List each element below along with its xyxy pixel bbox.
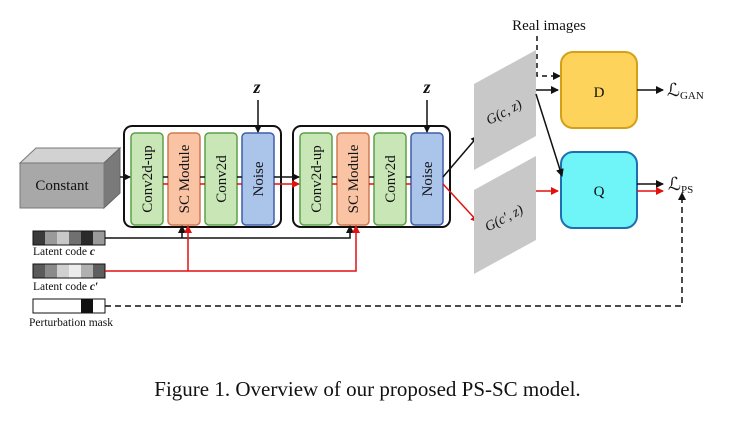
conv2d-up-layer-1	[130, 132, 164, 226]
sc-module-label-2: SC Module	[346, 144, 362, 213]
latent-code-c-cell	[81, 231, 93, 245]
arrow-perturbation-to-lps	[105, 192, 686, 307]
latent-code-c-bar	[32, 230, 106, 246]
perturbation-mask-bar	[32, 298, 106, 314]
real-images-label: Real images	[512, 18, 586, 34]
constant-label: Constant	[35, 178, 89, 194]
latent-code-c-prime-label: Latent code c′	[33, 281, 98, 293]
perturbation-mask-cell	[81, 299, 93, 313]
discriminator-label: D	[594, 85, 605, 101]
generator-block-2: Conv2d-up SC Module Conv2d Noise	[292, 125, 451, 228]
arrow-latent-c	[105, 225, 354, 239]
noise-label-2: Noise	[420, 161, 436, 196]
latent-code-c-cell	[69, 231, 81, 245]
constant-block: Constant	[18, 146, 122, 210]
latent-code-c-prime-bar	[32, 263, 106, 279]
generated-image-c-prime-z: G(c′, z)	[474, 156, 536, 274]
arrow-latent-c-prime	[105, 225, 360, 272]
latent-code-c-cell	[45, 231, 57, 245]
conv2d-label-2: Conv2d	[383, 155, 399, 203]
latent-code-c-cell	[33, 231, 45, 245]
latent-code-c-prime-cell	[69, 264, 81, 278]
conv2d-label-1: Conv2d	[214, 155, 230, 203]
conv2d-layer-2	[373, 132, 407, 226]
latent-code-c-prime-cell	[81, 264, 93, 278]
perturbation-mask-cell	[93, 299, 105, 313]
latent-code-c-cell	[57, 231, 69, 245]
loss-gan-label: ℒGAN	[667, 80, 704, 102]
arrow-block2-to-gcz	[442, 135, 479, 178]
arrow-real-images-to-d	[536, 36, 561, 80]
ps-sc-diagram: Constant Conv2d-up SC Module Conv2d Nois…	[18, 18, 704, 329]
generator-block-1: Conv2d-up SC Module Conv2d Noise	[123, 125, 282, 228]
conv2d-layer-1	[204, 132, 238, 226]
conv2d-up-label-2: Conv2d-up	[309, 145, 325, 213]
conv2d-up-layer-2	[299, 132, 333, 226]
sc-module-label-1: SC Module	[177, 144, 193, 213]
conv2d-up-label-1: Conv2d-up	[140, 145, 156, 213]
generated-image-c-z: G(c, z)	[474, 50, 536, 170]
noise-layer-2	[410, 132, 444, 226]
arrow-gcz-to-q	[535, 93, 564, 177]
loss-ps-label: ℒPS	[668, 174, 693, 196]
noise-layer-1	[241, 132, 275, 226]
latent-code-c-label: Latent code c	[33, 246, 95, 258]
arrow-block2-to-gcpz	[442, 183, 479, 223]
q-network-box	[560, 151, 638, 229]
q-network-label: Q	[594, 184, 605, 200]
latent-code-c-prime-cell	[33, 264, 45, 278]
latent-code-c-cell	[93, 231, 105, 245]
latent-code-c-prime-cell	[45, 264, 57, 278]
perturbation-mask-cell	[45, 299, 57, 313]
z-label-1: z	[252, 77, 260, 97]
figure-caption: Figure 1. Overview of our proposed PS-SC…	[154, 377, 581, 401]
z-label-2: z	[422, 77, 430, 97]
perturbation-mask-label: Perturbation mask	[29, 317, 113, 329]
perturbation-mask-cell	[57, 299, 69, 313]
latent-code-c-prime-cell	[57, 264, 69, 278]
noise-label-1: Noise	[251, 161, 267, 196]
perturbation-mask-cell	[69, 299, 81, 313]
latent-code-c-prime-cell	[93, 264, 105, 278]
perturbation-mask-cell	[33, 299, 45, 313]
